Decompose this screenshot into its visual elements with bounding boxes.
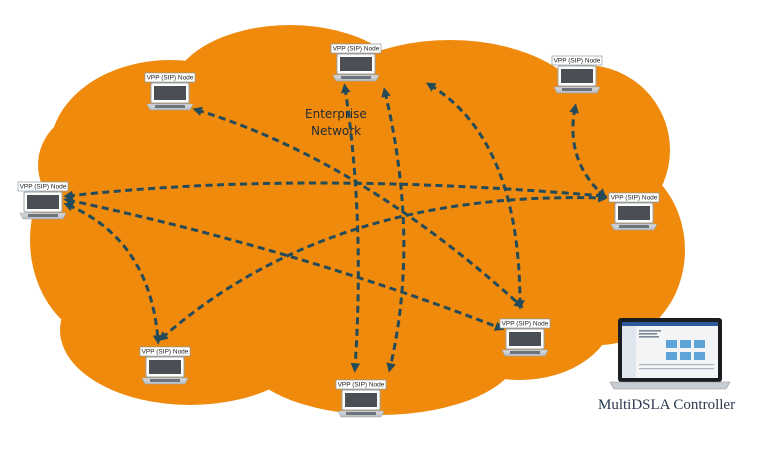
network-label-line1: Enterprise <box>305 107 367 121</box>
controller-label: MultiDSLA Controller <box>598 397 735 413</box>
network-links <box>63 82 608 373</box>
node-label: VPP (SIP) Node <box>554 58 601 65</box>
laptop-screen <box>149 360 181 374</box>
node-n7[interactable]: VPP (SIP) Node <box>139 346 191 385</box>
node-n3[interactable]: VPP (SIP) Node <box>551 55 603 94</box>
node-n8[interactable]: VPP (SIP) Node <box>335 379 387 418</box>
controller-screen <box>622 322 718 378</box>
link-n4-n9 <box>569 103 607 199</box>
link-n5-n8 <box>63 196 505 331</box>
node-label: VPP (SIP) Node <box>502 321 549 328</box>
node-n4[interactable]: VPP (SIP) Node <box>17 181 69 220</box>
node-n6[interactable]: VPP (SIP) Node <box>499 318 551 357</box>
node-label: VPP (SIP) Node <box>333 46 380 53</box>
node-label: VPP (SIP) Node <box>147 75 194 82</box>
laptop-screen <box>618 206 650 220</box>
node-label: VPP (SIP) Node <box>142 349 189 356</box>
link-n5-n9 <box>63 181 608 201</box>
node-label: VPP (SIP) Node <box>611 195 658 202</box>
node-n5[interactable]: VPP (SIP) Node <box>608 192 660 231</box>
laptop-screen <box>561 69 593 83</box>
laptop-screen <box>340 57 372 71</box>
node-label: VPP (SIP) Node <box>20 184 67 191</box>
node-n1[interactable]: VPP (SIP) Node <box>144 72 196 111</box>
laptop-screen <box>154 86 186 100</box>
network-label-line2: Network <box>311 124 361 138</box>
controller[interactable] <box>609 318 731 390</box>
node-label: VPP (SIP) Node <box>338 382 385 389</box>
laptop-screen <box>27 195 59 209</box>
laptop-screen <box>509 332 541 346</box>
node-n2[interactable]: VPP (SIP) Node <box>330 43 382 82</box>
laptop-screen <box>345 393 377 407</box>
